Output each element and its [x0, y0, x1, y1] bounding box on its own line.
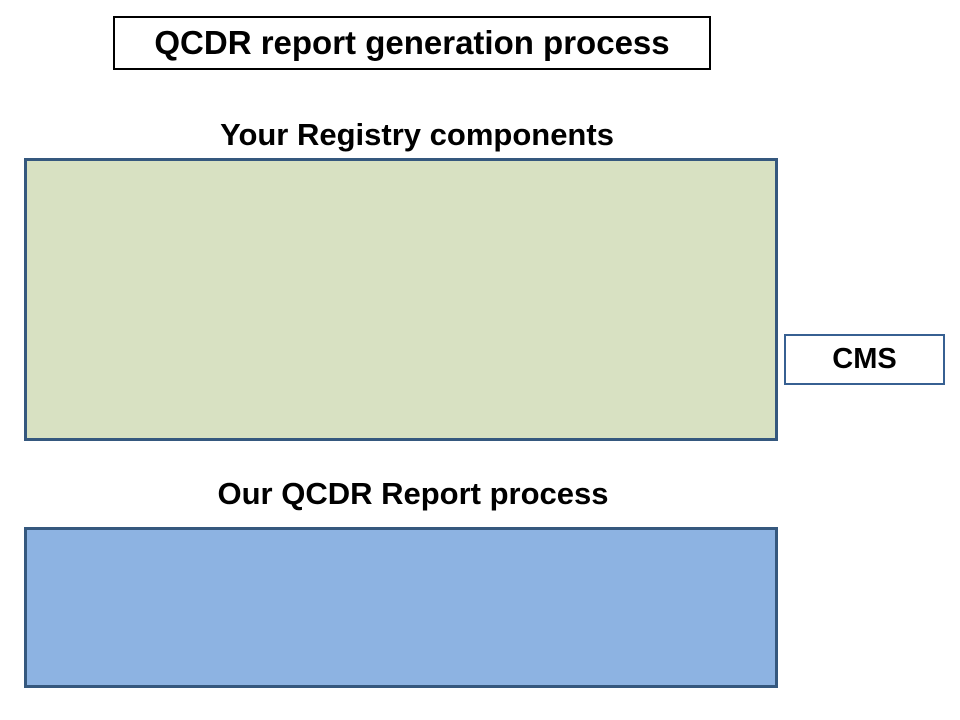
registry-components-box — [24, 158, 778, 441]
report-section-heading: Our QCDR Report process — [217, 476, 609, 511]
report-process-box — [24, 527, 778, 688]
cms-box: CMS — [784, 334, 945, 385]
slide-title: QCDR report generation process — [154, 24, 670, 61]
registry-section-heading: Your Registry components — [220, 117, 614, 152]
cms-label: CMS — [832, 343, 897, 375]
title-box: QCDR report generation process — [113, 16, 711, 70]
